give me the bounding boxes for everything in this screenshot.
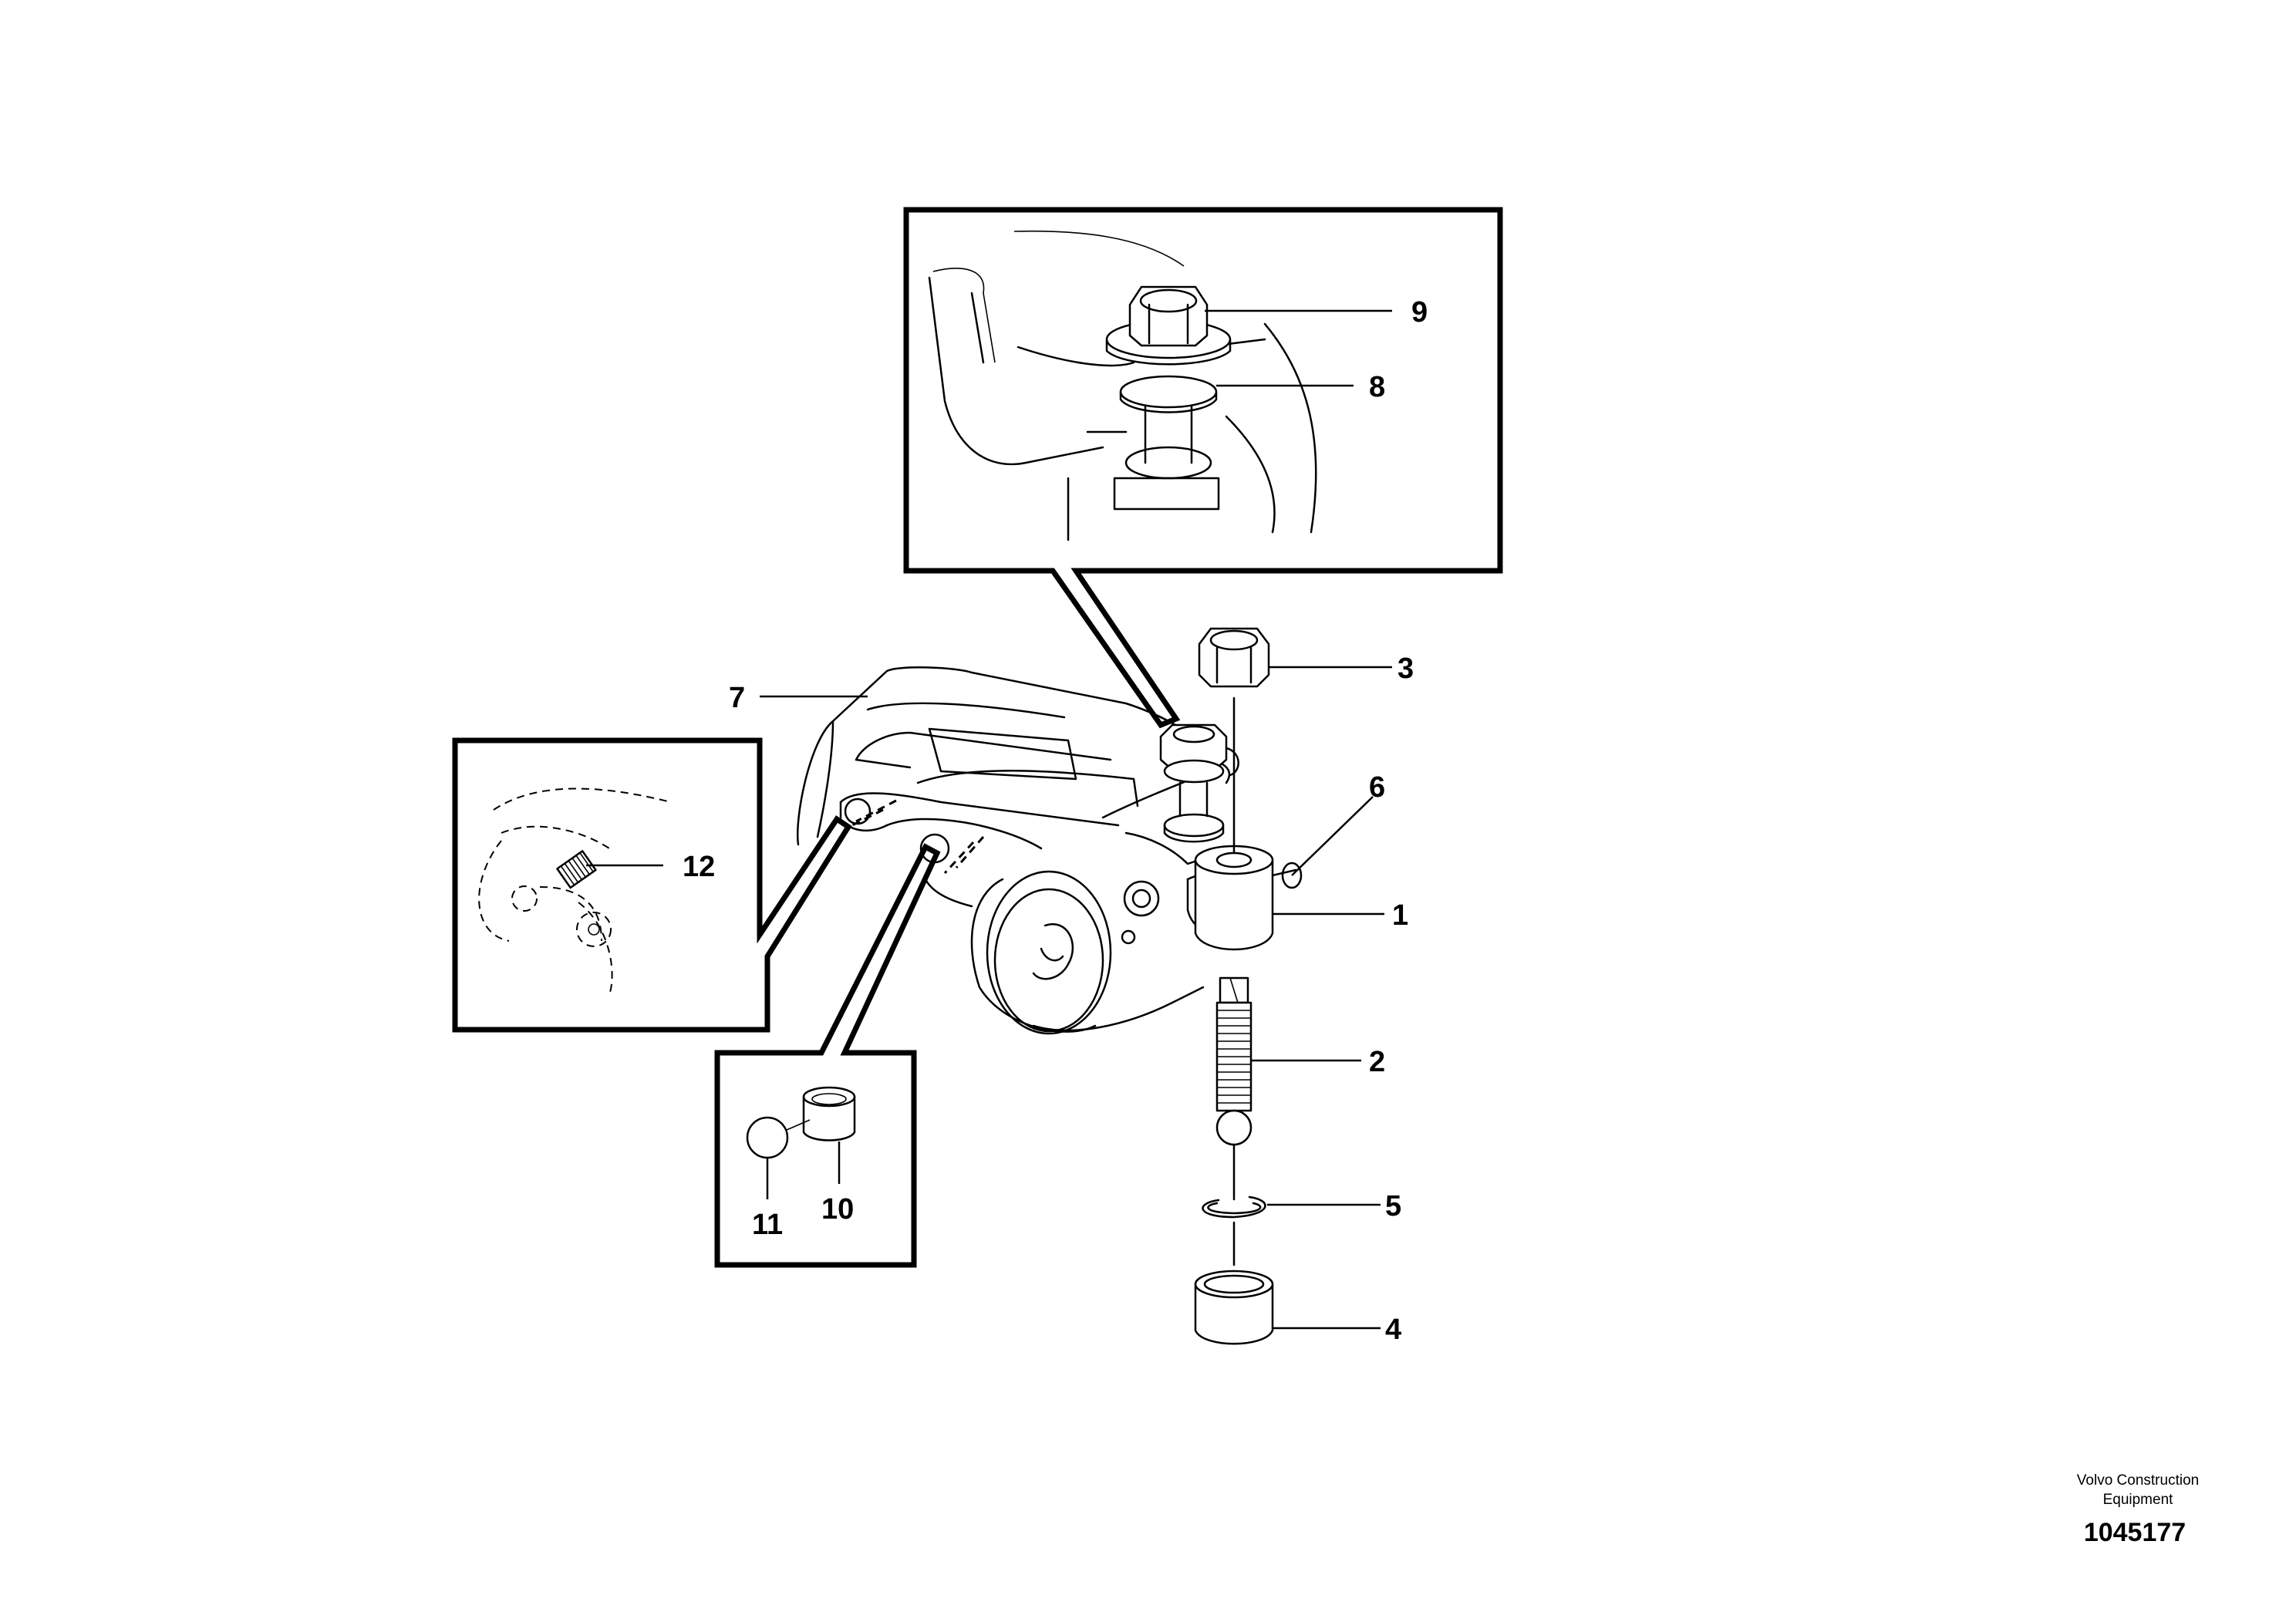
footer-brand-line2: Equipment — [2103, 1492, 2174, 1508]
detail-view-bolt-washer — [903, 207, 1503, 729]
callout-4: 4 — [1385, 1313, 1401, 1346]
callout-6: 6 — [1369, 771, 1385, 804]
callout-3: 3 — [1397, 653, 1414, 685]
callout-10: 10 — [821, 1193, 854, 1226]
callout-2: 2 — [1369, 1046, 1385, 1078]
callout-12: 12 — [683, 851, 715, 883]
callout-9: 9 — [1411, 296, 1428, 329]
callout-8: 8 — [1369, 371, 1385, 403]
figure-number: 1045177 — [2084, 1518, 2186, 1547]
callout-11: 11 — [752, 1209, 783, 1241]
detail-view-oil-plug — [452, 737, 852, 1033]
cup-part — [1194, 1270, 1274, 1345]
detail-view-bushing-ball — [714, 843, 941, 1268]
footer-brand-line1: Volvo Construction — [2077, 1472, 2199, 1489]
callout-5: 5 — [1385, 1190, 1401, 1222]
leader-lines — [760, 666, 1392, 1330]
callout-7: 7 — [729, 682, 745, 714]
nut-part — [1198, 627, 1270, 688]
footer-brand: Volvo Construction Equipment 1045177 — [2077, 1472, 2199, 1547]
circlip-part — [1202, 1195, 1266, 1219]
rocker-arm-assembly — [797, 666, 1303, 1266]
callout-1: 1 — [1392, 899, 1408, 932]
adjusting-screw-part — [1215, 976, 1253, 1146]
